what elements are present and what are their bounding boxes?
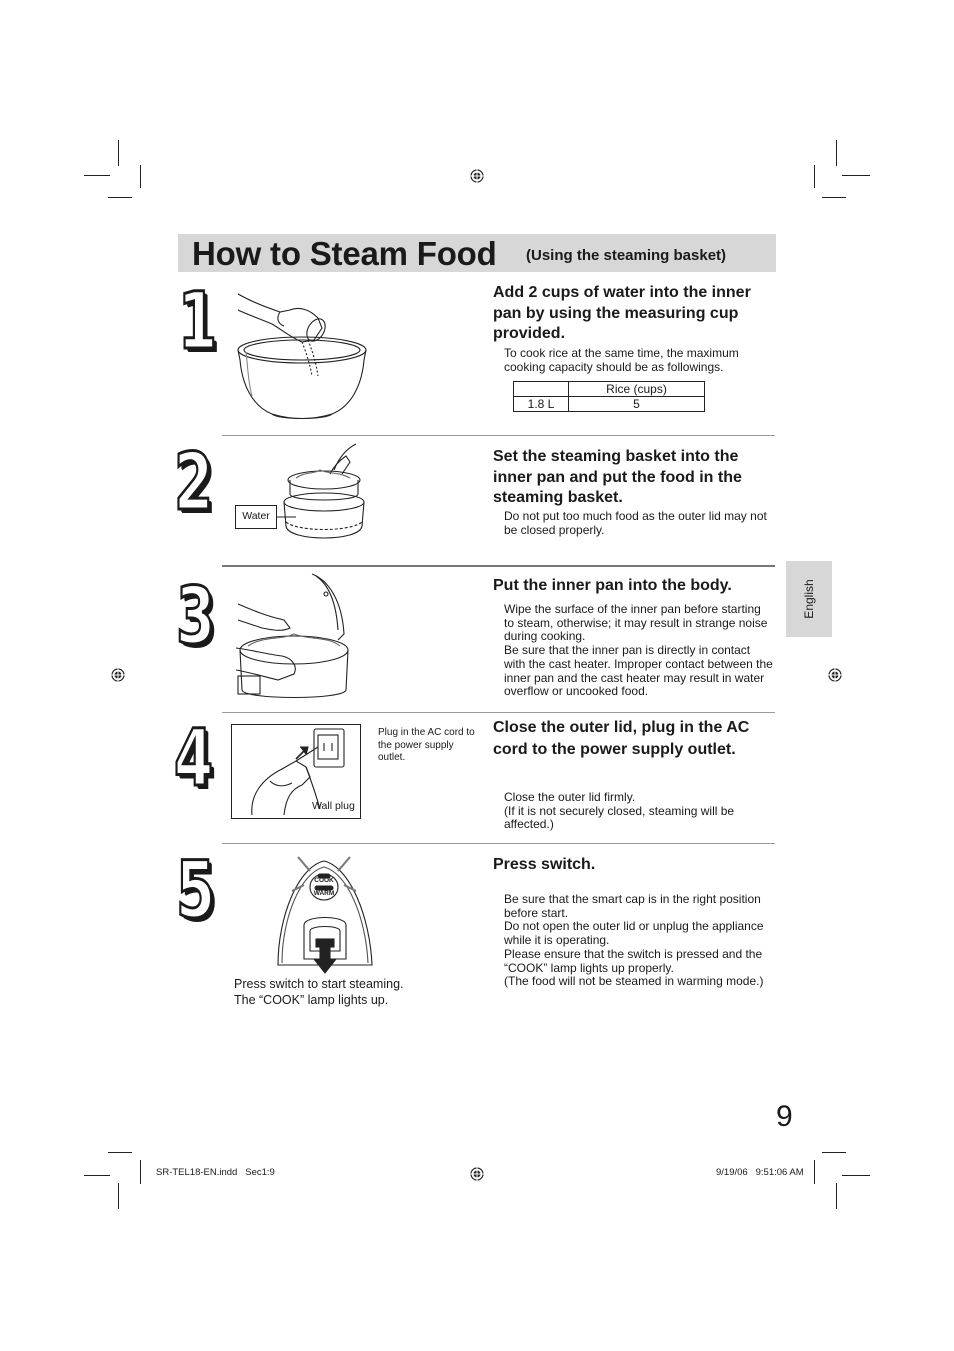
crop-mark xyxy=(842,1175,870,1176)
table-cell: 1.8 L xyxy=(513,396,569,412)
crop-mark xyxy=(822,1152,846,1153)
inner-pan-into-body-illustration xyxy=(235,573,349,698)
language-tab: English xyxy=(786,561,832,637)
table-row: 1.8 L 5 xyxy=(513,396,705,412)
figure-caption: Press switch to start steaming. The “COO… xyxy=(234,977,404,1007)
divider xyxy=(222,712,775,713)
step-heading: Close the outer lid, plug in the AC cord… xyxy=(493,719,750,758)
control-panel-illustration xyxy=(277,856,373,974)
footer-timestamp: 9/19/06 9:51:06 AM xyxy=(716,1167,804,1178)
crop-mark xyxy=(822,197,846,198)
step-heading: Add 2 cups of water into the inner pan b… xyxy=(493,284,751,342)
step-number: 3 xyxy=(175,572,216,662)
warm-lamp-label: WARM xyxy=(313,890,335,897)
page-title: How to Steam Food xyxy=(192,235,497,272)
footer-file: SR-TEL18-EN.indd Sec1:9 xyxy=(156,1167,275,1178)
crop-mark xyxy=(814,165,815,188)
crop-mark xyxy=(836,140,837,166)
cook-lamp-label: COOK xyxy=(314,877,334,884)
wall-plug-label: Wall plug xyxy=(312,800,355,812)
page-subtitle: (Using the steaming basket) xyxy=(526,247,727,264)
registration-mark-icon xyxy=(111,668,125,682)
step-heading: Set the steaming basket into the inner p… xyxy=(493,448,742,506)
crop-mark xyxy=(836,1183,837,1209)
plug-figure-frame: Wall plug xyxy=(231,724,361,819)
crop-mark xyxy=(84,1175,110,1176)
divider xyxy=(222,843,775,844)
step-body: Be sure that the smart cap is in the rig… xyxy=(504,892,764,989)
step-body: Do not put too much food as the outer li… xyxy=(504,509,767,537)
language-tab-label: English xyxy=(802,579,816,619)
table-cell: 5 xyxy=(568,396,705,412)
water-cup-illustration xyxy=(237,293,367,420)
steaming-basket-illustration xyxy=(283,443,365,539)
crop-mark xyxy=(814,1160,815,1184)
title-bar: How to Steam Food (Using the steaming ba… xyxy=(178,234,776,272)
step-heading: Put the inner pan into the body. xyxy=(493,577,732,594)
registration-mark-icon xyxy=(470,169,484,183)
step-body: Wipe the surface of the inner pan before… xyxy=(504,602,773,699)
step-heading: Press switch. xyxy=(493,856,596,873)
step-number: 1 xyxy=(177,277,218,367)
crop-mark xyxy=(118,140,119,166)
crop-mark xyxy=(84,175,110,176)
divider xyxy=(222,565,775,567)
divider xyxy=(222,435,775,436)
table-cell xyxy=(513,381,569,397)
crop-mark xyxy=(118,1183,119,1209)
registration-mark-icon xyxy=(470,1167,484,1181)
step-body: Close the outer lid firmly. (If it is no… xyxy=(504,790,735,832)
step-body: To cook rice at the same time, the maxim… xyxy=(504,346,739,374)
water-leader-line xyxy=(276,516,296,518)
step-number: 4 xyxy=(173,714,214,804)
table-cell: Rice (cups) xyxy=(568,381,705,397)
wall-plug-illustration xyxy=(251,728,345,816)
plug-note: Plug in the AC cord to the power supply … xyxy=(378,727,475,763)
step-number: 5 xyxy=(175,846,216,936)
table-row: Rice (cups) xyxy=(513,381,705,397)
crop-mark xyxy=(108,1152,132,1153)
crop-mark xyxy=(140,165,141,188)
rice-capacity-table: Rice (cups) 1.8 L 5 xyxy=(513,381,705,412)
crop-mark xyxy=(108,197,132,198)
crop-mark xyxy=(140,1160,141,1184)
page-number: 9 xyxy=(776,1100,793,1133)
water-label: Water xyxy=(235,505,277,529)
crop-mark xyxy=(842,175,870,176)
step-number: 2 xyxy=(173,438,214,528)
registration-mark-icon xyxy=(828,668,842,682)
